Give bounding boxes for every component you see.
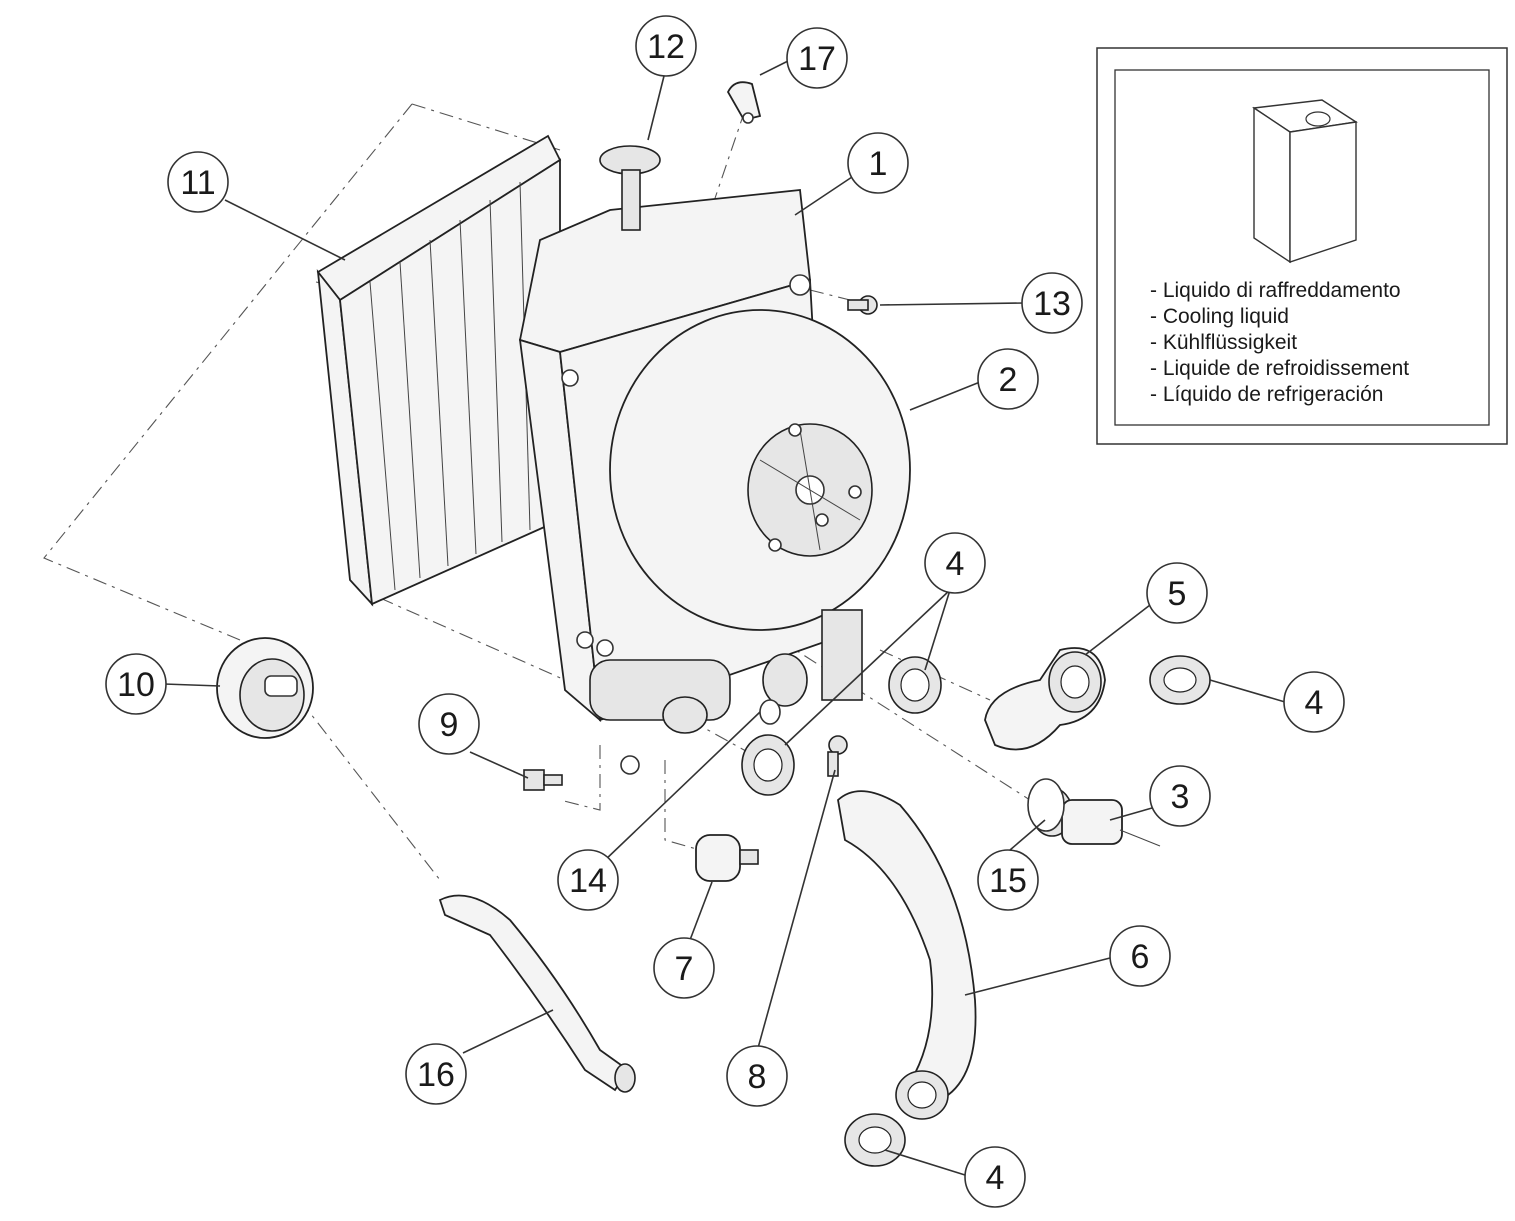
o-ring-14 <box>759 699 781 725</box>
screw-13 <box>847 295 878 315</box>
svg-text:17: 17 <box>798 40 836 78</box>
svg-text:14: 14 <box>569 862 607 900</box>
svg-text:1: 1 <box>869 145 888 183</box>
callout-4-bottom: 4 <box>964 1146 1026 1208</box>
callout-13: 13 <box>1021 272 1083 334</box>
rubber-7 <box>695 834 759 882</box>
hose-clamp <box>888 656 942 714</box>
leader-lines <box>163 59 1286 1176</box>
svg-text:4: 4 <box>946 545 965 583</box>
cooling-fan <box>609 309 911 631</box>
svg-text:4: 4 <box>986 1159 1005 1197</box>
hose-5 <box>984 647 1106 751</box>
legend-line-fr: - Liquide de refroidissement <box>1150 357 1409 380</box>
callout-7: 7 <box>653 937 715 999</box>
svg-text:9: 9 <box>440 706 459 744</box>
svg-text:12: 12 <box>647 28 685 66</box>
hose-clamp <box>844 1113 906 1167</box>
svg-text:5: 5 <box>1168 575 1187 613</box>
svg-text:6: 6 <box>1131 938 1150 976</box>
callout-11: 11 <box>167 151 229 213</box>
screw-8 <box>827 735 848 777</box>
clip-17 <box>726 81 762 124</box>
bolt-9 <box>523 769 563 791</box>
callout-16: 16 <box>405 1043 467 1105</box>
hose-clamp <box>741 734 795 796</box>
callout-15: 15 <box>977 849 1039 911</box>
callout-10: 10 <box>105 653 167 715</box>
callout-3: 3 <box>1149 765 1211 827</box>
radiator-assembly <box>518 145 911 775</box>
callout-8: 8 <box>726 1045 788 1107</box>
callout-4-top: 4 <box>924 532 986 594</box>
svg-text:7: 7 <box>675 950 694 988</box>
svg-text:11: 11 <box>180 164 215 202</box>
svg-text:16: 16 <box>417 1056 455 1094</box>
expansion-cap-10 <box>216 637 314 739</box>
cooling-liquid-legend: - Liquido di raffreddamento - Cooling li… <box>1096 47 1508 445</box>
legend-line-es: - Líquido de refrigeración <box>1150 383 1383 406</box>
callout-5: 5 <box>1146 562 1208 624</box>
callout-9: 9 <box>418 693 480 755</box>
legend-line-de: - Kühlflüssigkeit <box>1150 331 1297 354</box>
washer-15 <box>1027 778 1065 832</box>
callout-6: 6 <box>1109 925 1171 987</box>
hose-6 <box>837 790 977 1120</box>
legend-line-it: - Liquido di raffreddamento <box>1150 279 1401 302</box>
callout-12: 12 <box>635 15 697 77</box>
svg-text:8: 8 <box>748 1058 767 1096</box>
callout-1: 1 <box>847 132 909 194</box>
svg-text:4: 4 <box>1305 684 1324 722</box>
svg-text:3: 3 <box>1171 778 1190 816</box>
coolant-container-icon <box>1252 99 1358 264</box>
svg-text:15: 15 <box>989 862 1027 900</box>
hose-16 <box>438 894 636 1093</box>
svg-text:2: 2 <box>999 361 1018 399</box>
callout-14: 14 <box>557 849 619 911</box>
callout-4-right: 4 <box>1283 671 1345 733</box>
callout-2: 2 <box>977 348 1039 410</box>
callout-17: 17 <box>786 27 848 89</box>
hose-clamp <box>1149 655 1211 705</box>
radiator-shroud <box>316 134 562 607</box>
svg-text:10: 10 <box>117 666 155 704</box>
svg-text:13: 13 <box>1033 285 1071 323</box>
legend-line-en: - Cooling liquid <box>1150 305 1289 328</box>
